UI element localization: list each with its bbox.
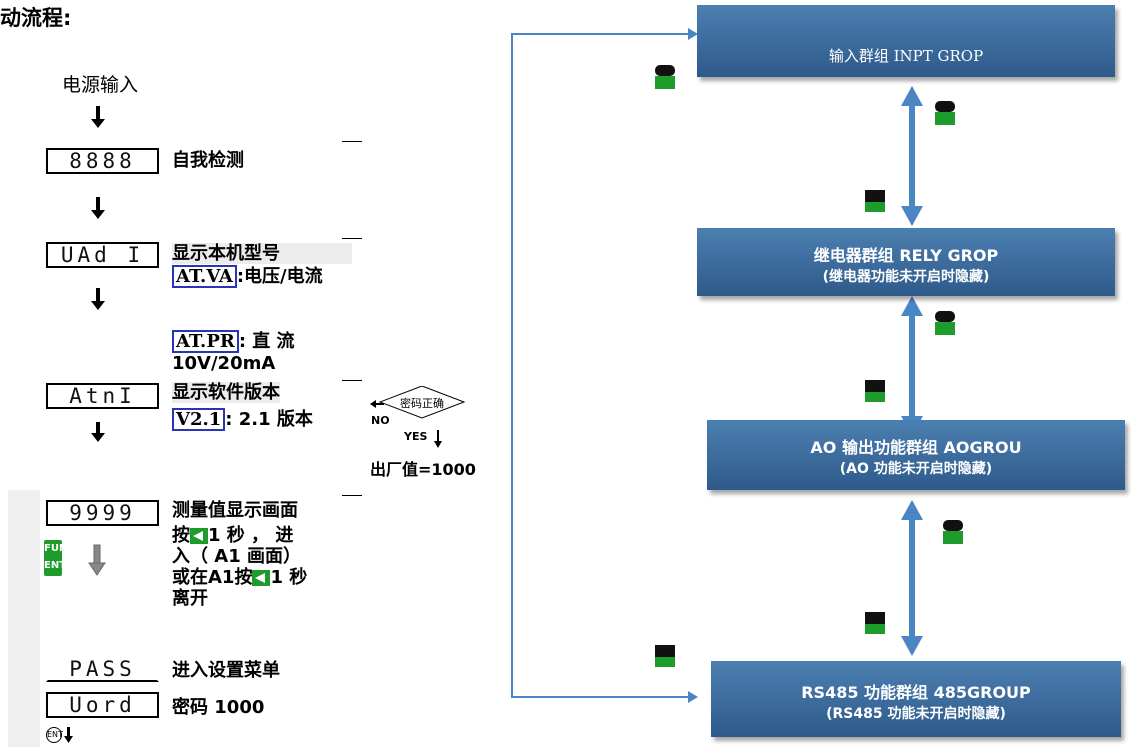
atva-tag: AT.VA bbox=[172, 265, 237, 288]
lcd-pass: PASS bbox=[46, 656, 159, 682]
dash bbox=[342, 238, 362, 239]
lcd-measure: 9999 bbox=[46, 500, 159, 526]
dash bbox=[342, 141, 362, 142]
up-key-icon bbox=[655, 645, 675, 667]
left-arrows bbox=[88, 106, 106, 576]
group-rs485-note: (RS485 功能未开启时隐藏) bbox=[826, 706, 1006, 722]
password-correct-label: 密码正确 bbox=[400, 397, 444, 410]
lcd-password: Uord bbox=[46, 692, 159, 718]
group-box-rs485[interactable]: RS485 功能群组 485GROUP (RS485 功能未开启时隐藏) bbox=[711, 661, 1121, 737]
model-notes-2: AT.PR: 直 流 10V/20mA bbox=[172, 330, 352, 374]
measure-line2: 入（ A1 画面） bbox=[172, 546, 301, 567]
down-key-icon bbox=[943, 520, 963, 544]
measure-line1a: 按 bbox=[172, 525, 190, 546]
down-key-icon bbox=[655, 65, 675, 89]
atpr-tag: AT.PR bbox=[172, 330, 239, 353]
up-key-icon bbox=[865, 190, 885, 212]
group-arrows bbox=[901, 86, 923, 656]
atva-text: :电压/电流 bbox=[236, 266, 323, 287]
down-arrow-icon bbox=[64, 727, 73, 743]
model-notes: AT.VA:电压/电流 bbox=[172, 265, 347, 288]
measure-line4: 离开 bbox=[172, 588, 208, 609]
yes-label: YES bbox=[404, 430, 428, 443]
group-box-input[interactable]: 输入群组 INPT GROP bbox=[697, 5, 1115, 77]
group-relay-label: 继电器群组 RELY GROP bbox=[813, 246, 999, 265]
v21-text: : 2.1 版本 bbox=[225, 409, 313, 430]
ent-label: ENT bbox=[44, 560, 67, 571]
v21-tag: V2.1 bbox=[172, 408, 226, 431]
group-box-relay[interactable]: 继电器群组 RELY GROP (继电器功能未开启时隐藏) bbox=[697, 228, 1115, 296]
step-self-test: 自我检测 bbox=[172, 150, 244, 171]
group-input-label: 输入群组 INPT GROP bbox=[828, 47, 984, 65]
down-key-icon bbox=[935, 101, 955, 125]
power-input-label: 电源输入 bbox=[62, 74, 139, 96]
fun-label: FUN bbox=[44, 543, 68, 554]
down-key-icon bbox=[935, 311, 955, 335]
page-title: 动流程: bbox=[0, 6, 72, 30]
measure-line1b: 1 秒 ， 进 bbox=[208, 525, 294, 546]
group-rs485-label: RS485 功能群组 485GROUP bbox=[801, 683, 1031, 702]
group-relay-note: (继电器功能未开启时隐藏) bbox=[822, 269, 990, 285]
factory-value: 出厂值=1000 bbox=[370, 460, 476, 479]
fun-ent-key[interactable]: FUN ENT bbox=[44, 540, 68, 576]
group-box-ao[interactable]: AO 输出功能群组 AOGROU (AO 功能未开启时隐藏) bbox=[707, 420, 1125, 490]
left-key-icon bbox=[190, 528, 208, 544]
step-measure: 测量值显示画面 bbox=[172, 500, 298, 521]
dash bbox=[342, 495, 362, 496]
step-password: 密码 1000 bbox=[172, 697, 265, 718]
atpr-text: : 直 流 10V/20mA bbox=[172, 331, 295, 374]
version-note: V2.1: 2.1 版本 bbox=[172, 408, 313, 431]
ent-icon[interactable]: ENT bbox=[46, 727, 63, 743]
group-ao-note: (AO 功能未开启时隐藏) bbox=[839, 461, 993, 477]
step-version: 显示软件版本 bbox=[172, 382, 280, 403]
group-ao-label: AO 输出功能群组 AOGROU bbox=[810, 438, 1022, 457]
lcd-version: AtnI bbox=[46, 383, 159, 409]
up-key-icon bbox=[865, 612, 885, 634]
step-pass: 进入设置菜单 bbox=[172, 660, 280, 681]
left-key-icon bbox=[252, 570, 271, 586]
lcd-self-test: 8888 bbox=[46, 148, 159, 174]
measure-line3a: 或在A1按 bbox=[172, 567, 253, 588]
dash bbox=[342, 380, 362, 381]
measure-line3b: 1 秒 bbox=[270, 567, 308, 588]
connector-lines bbox=[511, 28, 698, 703]
sidebar-strip bbox=[8, 490, 40, 747]
no-label: NO bbox=[371, 414, 390, 427]
password-decision bbox=[370, 386, 466, 448]
lcd-model: UAd I bbox=[46, 242, 159, 268]
step-model: 显示本机型号 bbox=[172, 243, 352, 264]
up-key-icon bbox=[865, 380, 885, 402]
measure-notes: 按 1 秒 ， 进 入（ A1 画面） 或在A1按 1 秒 离开 bbox=[172, 525, 357, 609]
